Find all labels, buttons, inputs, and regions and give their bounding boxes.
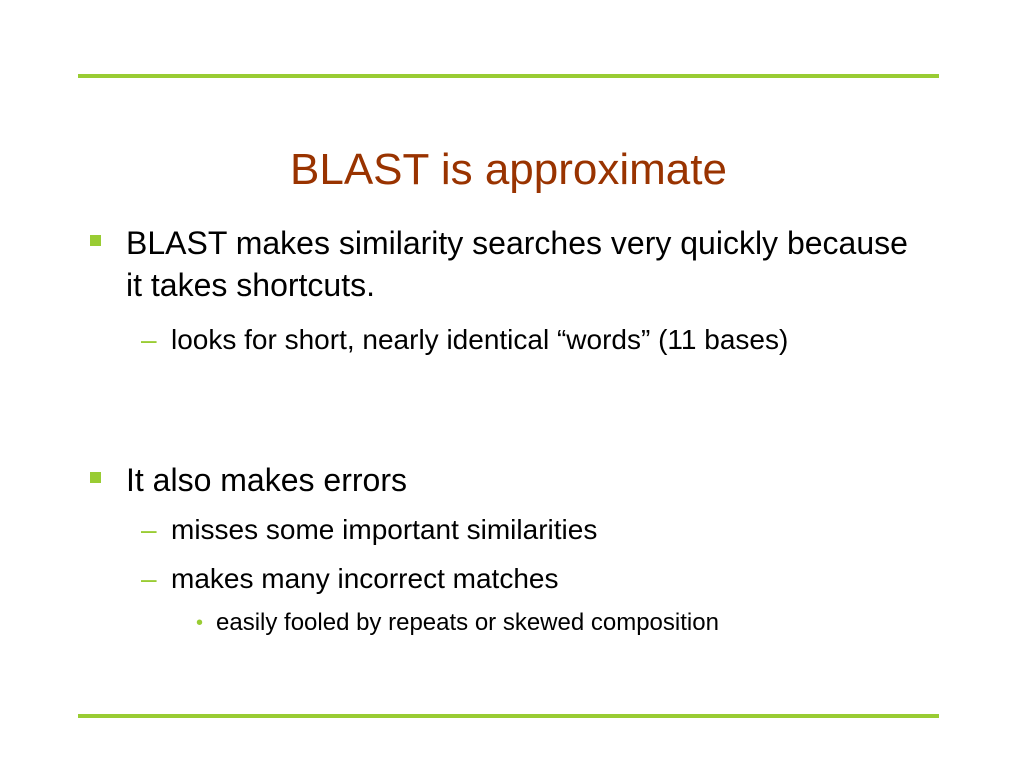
bullet-text: BLAST makes similarity searches very qui… — [126, 225, 908, 303]
square-bullet-icon — [90, 472, 101, 483]
sub-bullet-text: looks for short, nearly identical “words… — [171, 324, 789, 355]
sub-bullet-text: misses some important similarities — [171, 514, 598, 545]
dash-bullet-icon: – — [141, 563, 157, 594]
sub-sub-bullet-item: • easily fooled by repeats or skewed com… — [196, 608, 876, 638]
sub-bullet-item: – misses some important similarities — [141, 512, 891, 548]
dot-bullet-icon: • — [196, 612, 204, 634]
dash-bullet-icon: – — [141, 514, 157, 545]
sub-bullet-text: makes many incorrect matches — [171, 563, 559, 594]
bullet-item: It also makes errors — [90, 459, 916, 501]
bullet-item: BLAST makes similarity searches very qui… — [90, 222, 916, 306]
sub-bullet-item: – makes many incorrect matches — [141, 561, 891, 597]
bullet-text: It also makes errors — [126, 462, 407, 498]
top-divider-line — [78, 74, 939, 78]
square-bullet-icon — [90, 235, 101, 246]
sub-bullet-item: – looks for short, nearly identical “wor… — [141, 322, 891, 358]
dash-bullet-icon: – — [141, 324, 157, 355]
bottom-divider-line — [78, 714, 939, 718]
slide-title: BLAST is approximate — [290, 145, 727, 194]
sub-sub-bullet-text: easily fooled by repeats or skewed compo… — [216, 609, 719, 636]
